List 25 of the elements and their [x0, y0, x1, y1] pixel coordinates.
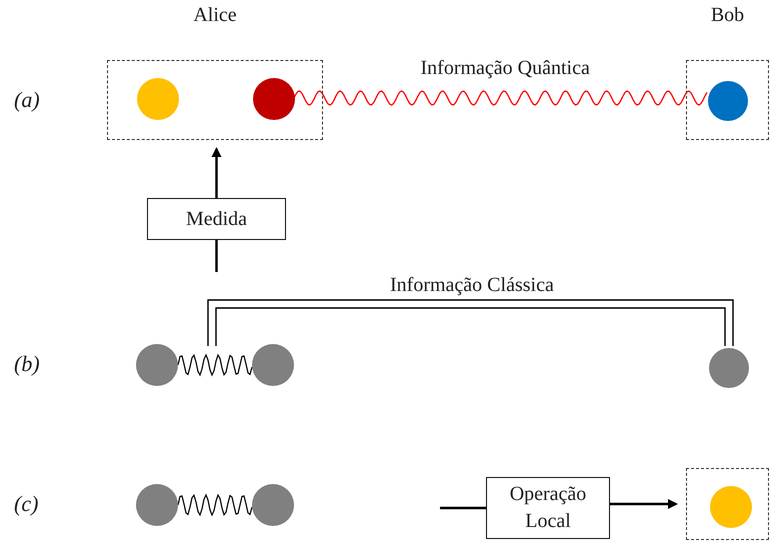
arrow	[610, 499, 678, 509]
particle-dot	[252, 344, 294, 386]
particle-dot	[709, 348, 749, 388]
panel-label: (a)	[14, 88, 40, 112]
spring-line	[177, 353, 253, 377]
particle-dot	[136, 344, 178, 386]
label-box: Operação Local	[486, 477, 610, 539]
label-box: Medida	[147, 198, 286, 240]
particle-dot	[710, 486, 752, 528]
wavy-line	[293, 90, 708, 106]
panel-label: (c)	[14, 492, 38, 516]
particle-dot	[136, 484, 178, 526]
spring-line	[177, 493, 253, 517]
connector-line	[215, 240, 218, 272]
bracket-line	[207, 299, 734, 347]
particle-dot	[137, 78, 179, 120]
party-name: Bob	[710, 4, 746, 26]
dashed-frame	[686, 468, 769, 540]
particle-dot	[708, 81, 748, 121]
arrow	[212, 147, 222, 198]
particle-dot	[252, 484, 294, 526]
panel-label: (b)	[14, 352, 40, 376]
party-name: Alice	[192, 4, 238, 26]
connector-line	[440, 506, 486, 510]
particle-dot	[253, 78, 295, 120]
